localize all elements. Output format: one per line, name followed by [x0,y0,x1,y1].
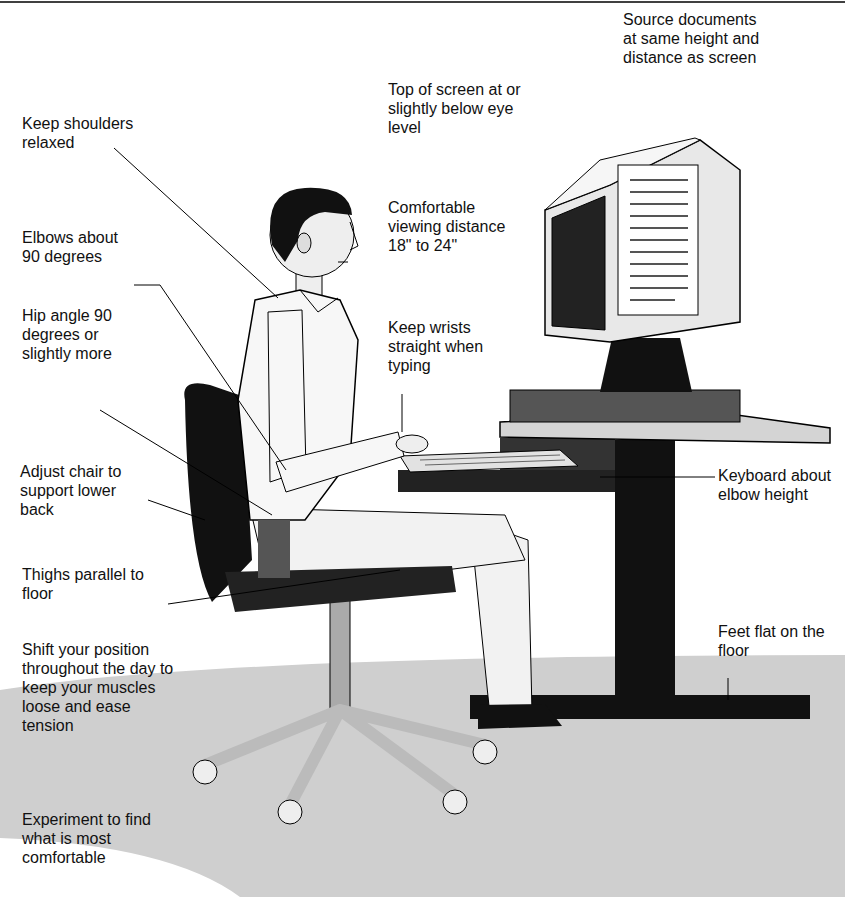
leader-line [134,285,286,470]
callout-label: Thighs parallel to floor [22,565,167,603]
callout-label: Comfortable viewing distance 18" to 24" [388,198,508,255]
leader-line [600,477,715,478]
leader-line [402,394,403,432]
ear [297,233,311,253]
leader-line [168,570,400,604]
leader-lines [100,148,728,700]
callout-label: Source documents at same height and dist… [623,10,773,67]
callout-label: Experiment to find what is most comforta… [22,810,177,867]
computer-base [510,390,740,422]
keyboard-keys [420,455,565,465]
leader-line [148,500,205,520]
callout-label: Shift your position throughout the day t… [22,640,180,735]
leader-line [728,678,729,700]
callout-label: Top of screen at or slightly below eye l… [388,80,548,137]
callout-label: Elbows about 90 degrees [22,228,132,266]
callout-label: Adjust chair to support lower back [20,462,145,519]
document-text-lines [630,180,688,300]
chair-caster [278,800,302,824]
callout-label: Keep wrists straight when typing [388,318,508,375]
keyboard-tray [398,470,615,492]
desk-column [615,440,675,702]
top-rule [0,1,845,3]
face-profile [338,222,358,262]
shoe [478,704,562,729]
hand [396,435,428,453]
chair-caster [443,790,467,814]
monitor-stand [600,338,692,392]
chair-armrest [258,520,290,578]
callout-label: Keyboard about elbow height [718,466,838,504]
monitor-case [545,140,740,342]
monitor-screen [552,196,605,330]
leader-line [100,410,272,515]
hair [270,188,352,262]
callout-label: Keep shoulders relaxed [22,114,142,152]
collar [300,290,338,312]
leader-line [114,148,278,298]
forearm [276,432,404,492]
document-holder [618,165,698,315]
chair-caster [193,760,217,784]
keyboard [400,450,578,472]
callout-label: Hip angle 90 degrees or slightly more [22,306,132,363]
callout-label: Feet flat on the floor [718,622,828,660]
chair-caster [473,740,497,764]
chair-base [205,710,485,805]
chair-post [330,600,350,710]
